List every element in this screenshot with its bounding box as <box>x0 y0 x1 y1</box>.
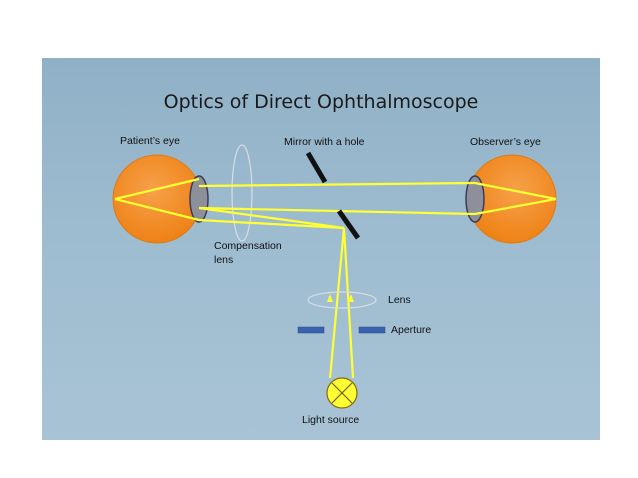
label-compensation-lens-line1: Compensation <box>214 240 282 252</box>
ray-observer-upper <box>474 181 557 201</box>
ray-reflected-1 <box>198 206 345 230</box>
arrow-right <box>348 294 354 302</box>
observer-eye-lens <box>465 175 485 223</box>
compensation-lens-shape <box>231 144 253 242</box>
ray-vertical-right <box>342 227 355 379</box>
bulb-cross-2 <box>331 382 353 404</box>
condensing-lens-shape <box>307 291 377 309</box>
label-light-source: Light source <box>302 414 360 426</box>
ray-patient-lower <box>114 197 200 222</box>
slide-title: Optics of Direct Ophthalmoscope <box>163 91 479 113</box>
label-mirror: Mirror with a hole <box>284 136 365 148</box>
patient-eye <box>112 154 209 244</box>
light-rays <box>114 177 557 379</box>
observer-eye <box>465 154 557 244</box>
mirror-upper <box>305 151 328 184</box>
mirror-lower <box>336 209 361 240</box>
patient-eye-lens <box>189 175 209 223</box>
label-aperture: Aperture <box>391 324 432 336</box>
ray-arrows <box>327 294 354 302</box>
label-compensation-lens-line2: lens <box>214 254 234 266</box>
aperture-left-plate <box>297 326 325 334</box>
ray-vertical-left <box>328 227 346 379</box>
ray-reflected-2 <box>198 218 345 230</box>
ophthalmoscope-diagram <box>112 144 557 409</box>
aperture-right-plate <box>358 326 386 334</box>
ray-patient-upper <box>114 177 200 201</box>
label-patient-eye: Patient’s eye <box>120 135 180 147</box>
aperture-plates <box>297 326 386 334</box>
ray-observer-lower <box>474 197 557 216</box>
mirrors <box>305 151 361 240</box>
ray-parallel-lower <box>198 206 476 216</box>
arrow-left <box>327 294 333 302</box>
ray-parallel-upper <box>198 181 476 188</box>
label-lens: Lens <box>388 294 411 306</box>
slide-canvas: Optics of Direct Ophthalmoscope Patient’… <box>42 58 600 440</box>
patient-eyeball <box>112 154 202 244</box>
light-source-bulb <box>326 377 358 409</box>
label-observer-eye: Observer’s eye <box>470 136 541 148</box>
